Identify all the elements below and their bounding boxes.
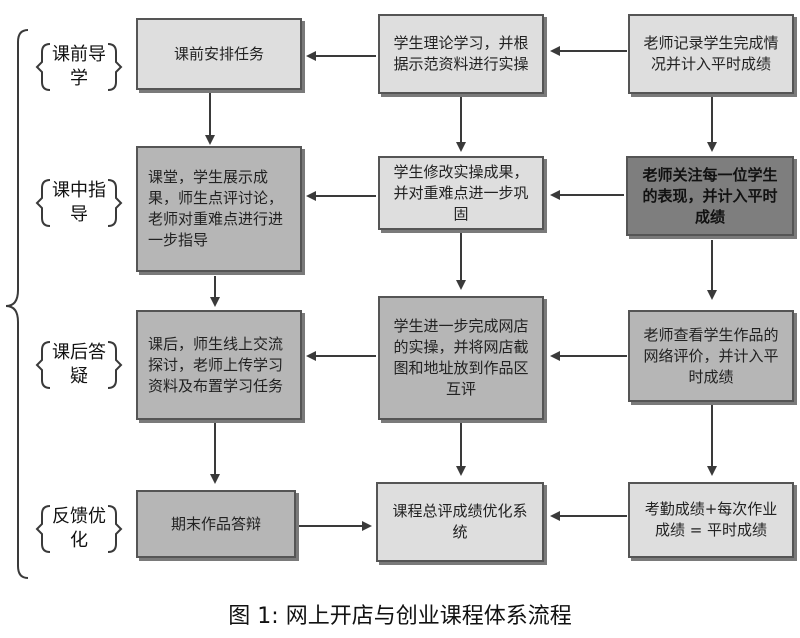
stage-bracket-right-1: [107, 43, 123, 91]
stage-label-in-class: 课中指导: [52, 180, 106, 225]
stage-bracket-right-2: [107, 179, 123, 227]
stage-label-pre-class: 课前导学: [52, 44, 106, 89]
node-teacher-review: 老师查看学生作品的网络评价，并计入平时成绩: [628, 310, 794, 402]
figure-caption: 图 1: 网上开店与创业课程体系流程: [228, 604, 572, 629]
node-course-grade-system: 课程总评成绩优化系统: [376, 482, 544, 562]
stage-bracket-left-1: [35, 43, 51, 91]
node-after-class-discussion: 课后，师生线上交流探讨，老师上传学习资料及布置学习任务: [136, 310, 302, 420]
stage-bracket-right-3: [107, 341, 123, 389]
node-teacher-record: 老师记录学生完成情况并计入平时成绩: [628, 14, 794, 94]
node-student-theory-study: 学生理论学习，并根据示范资料进行实操: [378, 14, 544, 94]
node-teacher-attention: 老师关注每一位学生的表现，并计入平时成绩: [626, 156, 794, 236]
stage-label-after-class: 课后答疑: [52, 342, 106, 387]
stage-bracket-left-3: [35, 341, 51, 389]
node-student-shop-practice: 学生进一步完成网店的实操，并将网店截图和地址放到作品区互评: [378, 296, 544, 420]
node-final-defense: 期末作品答辩: [136, 490, 296, 558]
stage-label-feedback: 反馈优化: [52, 506, 106, 551]
stage-bracket-left-4: [35, 505, 51, 553]
stage-bracket-left-2: [35, 179, 51, 227]
stage-group-brace: [5, 29, 29, 579]
node-pre-class-task: 课前安排任务: [136, 18, 302, 90]
node-regular-score-formula: 考勤成绩+每次作业成绩 = 平时成绩: [628, 482, 794, 558]
node-student-revision: 学生修改实操成果，并对重难点进一步巩固: [378, 156, 544, 230]
stage-bracket-right-4: [107, 505, 123, 553]
node-class-showcase: 课堂，学生展示成果，师生点评讨论，老师对重难点进行进一步指导: [136, 146, 302, 272]
